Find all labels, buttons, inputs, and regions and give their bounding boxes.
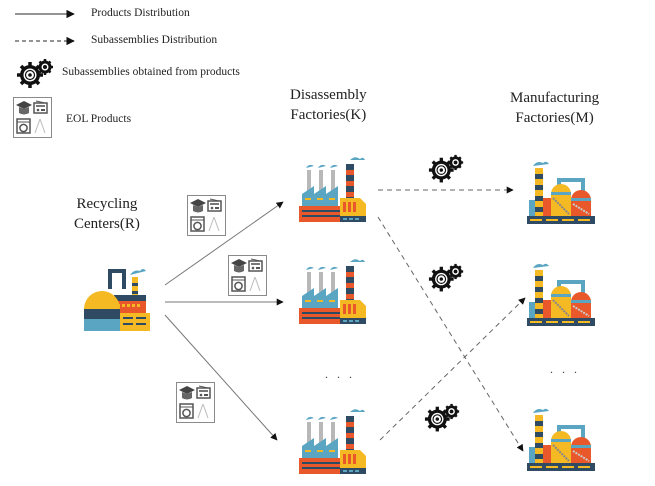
manufacturing-factory-icon bbox=[525, 405, 597, 480]
washing-machine-icon bbox=[190, 216, 205, 232]
legend-eol-products-icon bbox=[13, 97, 52, 138]
disassembly-factory-icon bbox=[296, 258, 368, 333]
manufacturing-factory-icon bbox=[525, 158, 597, 233]
subassembly-arrow-k1-to-m3 bbox=[377, 216, 524, 452]
legend-subassemblies-distribution-label: Subassemblies Distribution bbox=[91, 34, 218, 46]
disassembly-ellipsis: . . . bbox=[325, 367, 355, 381]
manufacturing-factory-icon bbox=[525, 260, 597, 335]
subassembly-arrow-k3-to-m2 bbox=[379, 297, 526, 441]
manufacturing-ellipsis: . . . bbox=[550, 362, 580, 376]
washing-machine-icon bbox=[16, 118, 31, 134]
subassembly-gears-icon bbox=[428, 262, 466, 297]
disassembly-factory-icon bbox=[296, 408, 368, 483]
compass-icon bbox=[197, 403, 209, 419]
product-arrow-r-to-k3 bbox=[164, 314, 278, 441]
legend-gears-icon bbox=[17, 59, 53, 88]
radio-icon bbox=[248, 258, 263, 272]
manufacturing-factories-title: Manufacturing Factories(M) bbox=[510, 90, 600, 126]
disassembly-factories-title: Disassembly Factories(K) bbox=[290, 87, 367, 123]
eol-products-icon bbox=[228, 255, 267, 296]
product-arrow-r-to-k1 bbox=[164, 201, 284, 286]
graduation-cap-icon bbox=[190, 199, 206, 213]
subassembly-gears-icon bbox=[428, 153, 466, 188]
legend-products-distribution-label: Products Distribution bbox=[91, 7, 190, 19]
radio-icon bbox=[207, 198, 222, 212]
washing-machine-icon bbox=[179, 403, 194, 419]
graduation-cap-icon bbox=[231, 259, 247, 273]
legend-eol-products-label: EOL Products bbox=[66, 113, 132, 125]
radio-icon bbox=[196, 385, 211, 399]
radio-icon bbox=[33, 100, 48, 114]
eol-products-icon bbox=[187, 195, 226, 236]
eol-products-icon bbox=[176, 382, 215, 423]
legend-subassemblies-obtained-label: Subassemblies obtained from products bbox=[62, 66, 240, 78]
graduation-cap-icon bbox=[179, 386, 195, 400]
disassembly-factory-icon bbox=[296, 156, 368, 231]
compass-icon bbox=[208, 216, 220, 232]
recycling-centers-title: Recycling Centers(R) bbox=[74, 196, 140, 232]
subassembly-gears-icon bbox=[424, 402, 462, 437]
recycling-center-factory-icon bbox=[80, 265, 152, 340]
compass-icon bbox=[249, 276, 261, 292]
washing-machine-icon bbox=[231, 276, 246, 292]
compass-icon bbox=[34, 118, 46, 134]
graduation-cap-icon bbox=[16, 101, 32, 115]
